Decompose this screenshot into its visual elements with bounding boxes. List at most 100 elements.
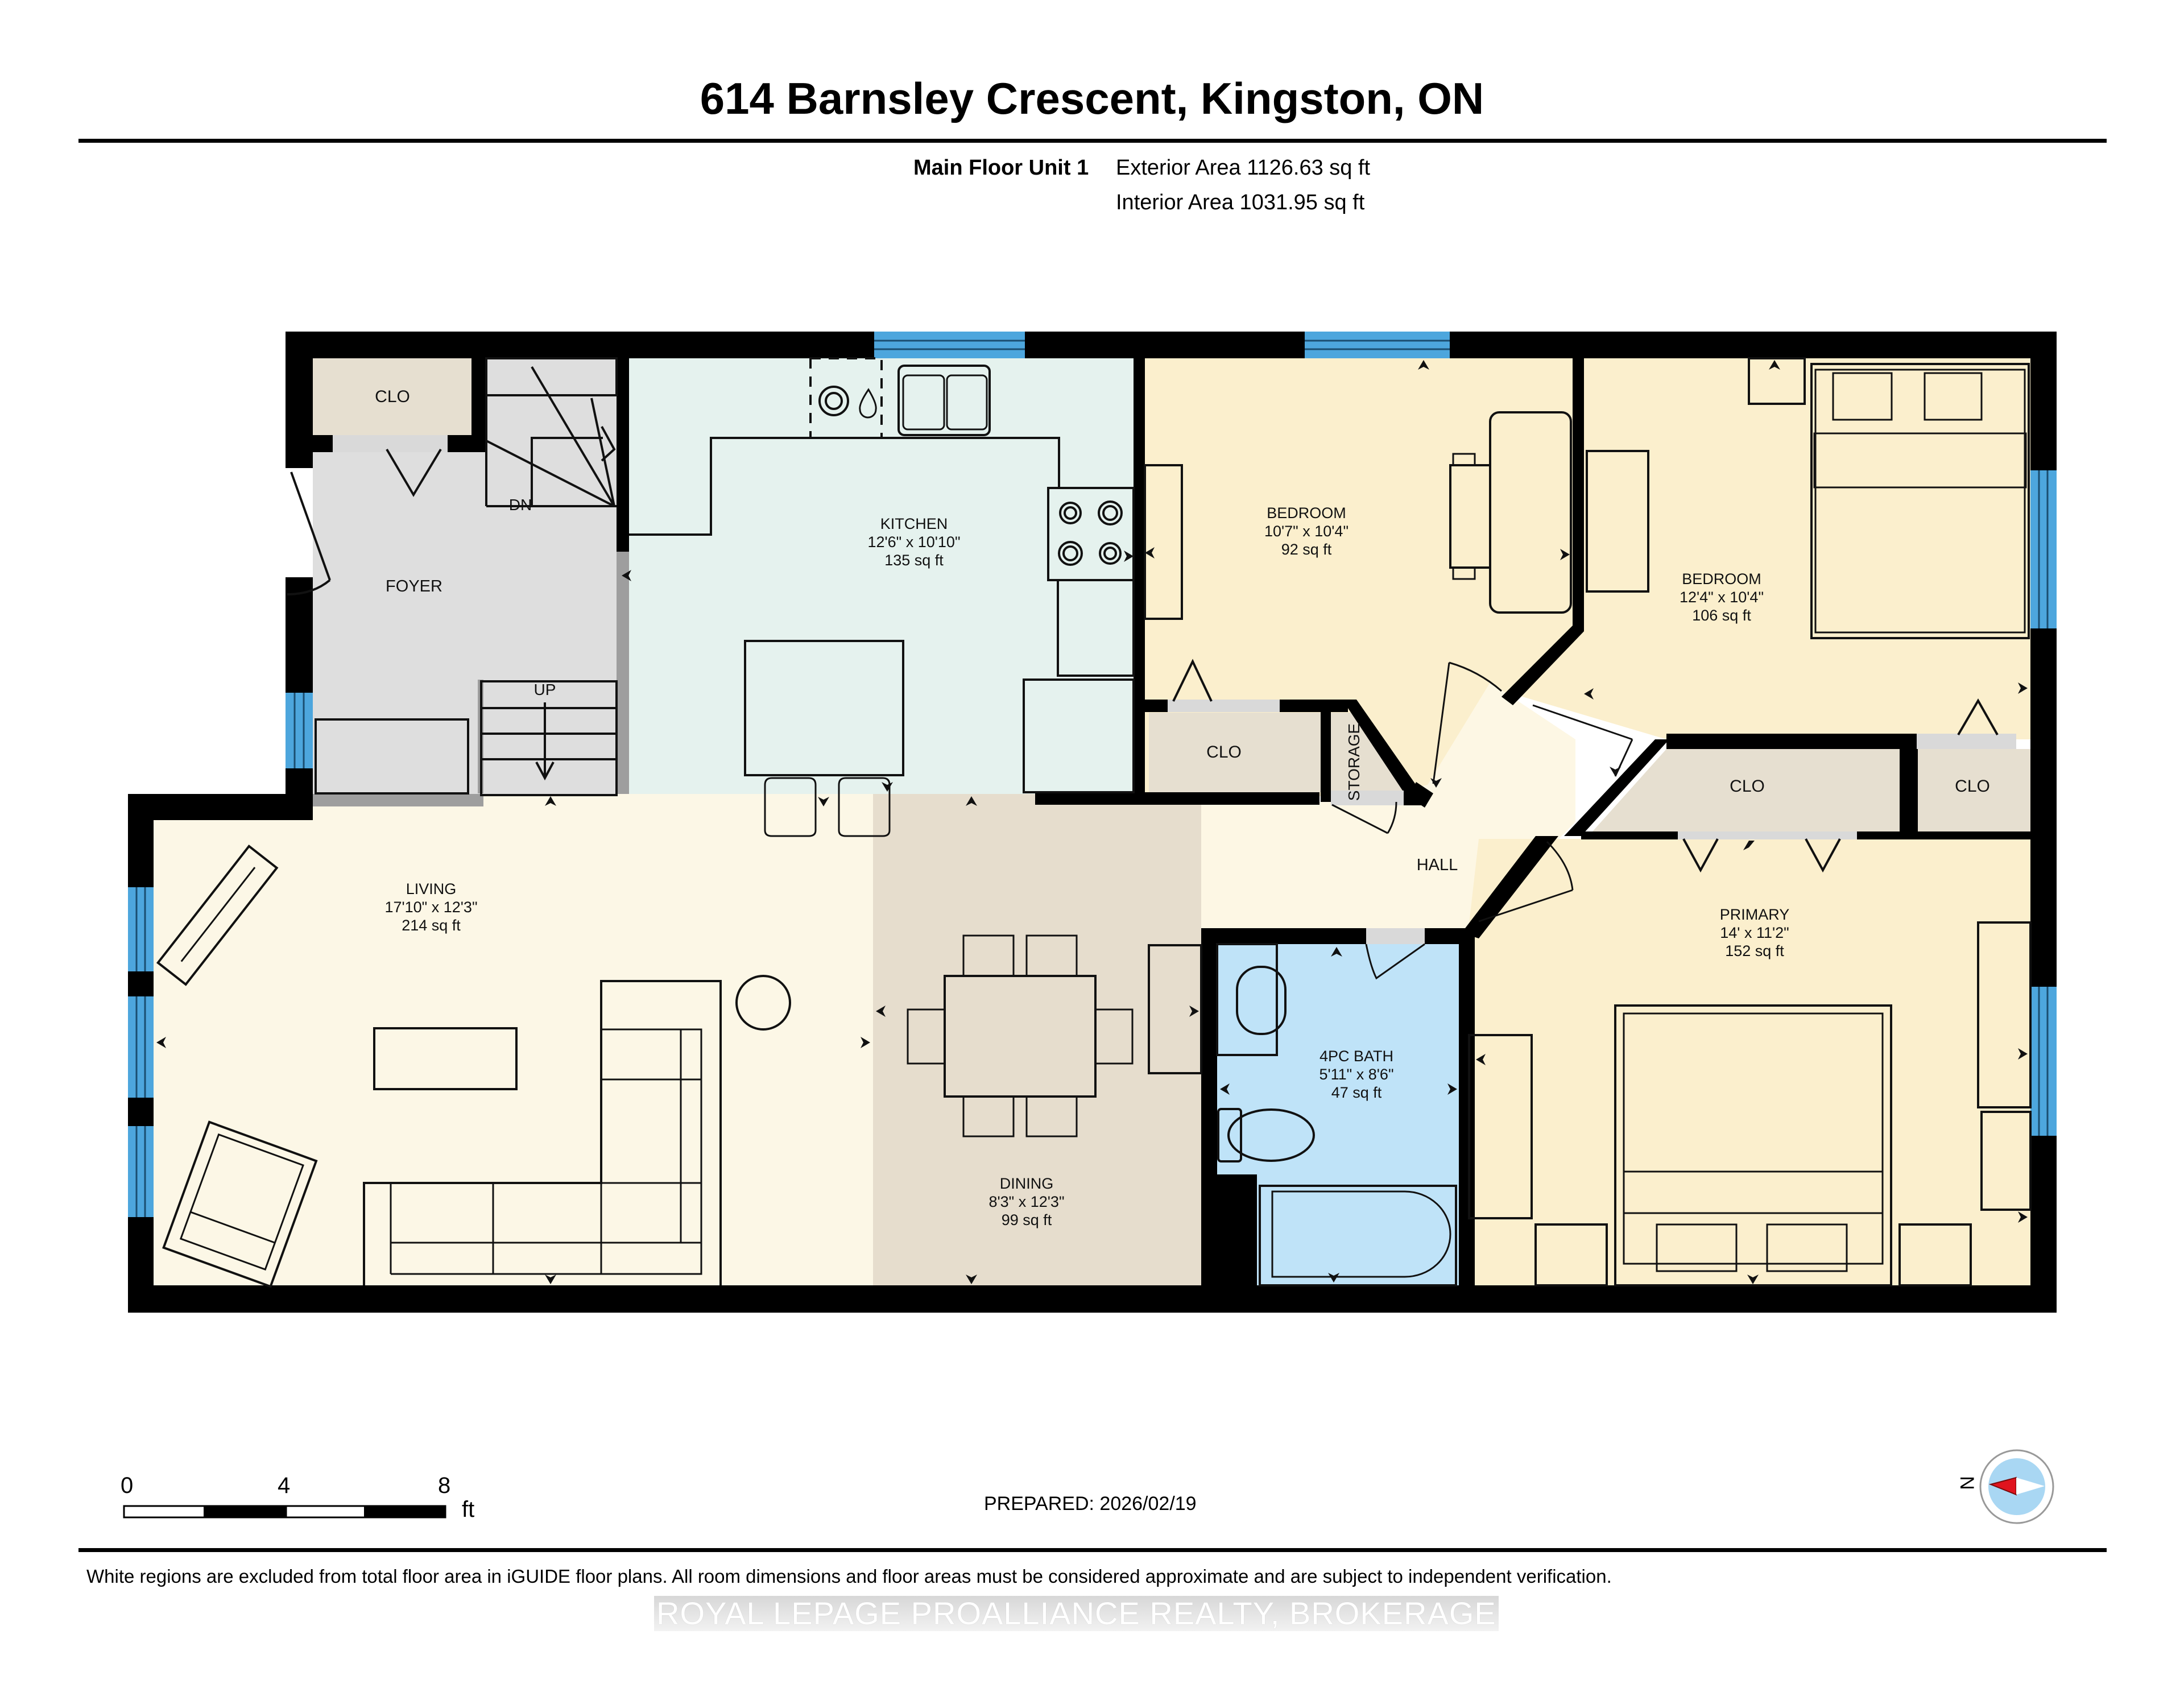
window-foyer [286, 693, 313, 768]
brokerage-watermark: ROYAL LEPAGE PROALLIANCE REALTY, BROKERA… [654, 1596, 1499, 1631]
scale-tick-8: 8 [438, 1473, 451, 1498]
bath-dims: 5'11" x 8'6" [1319, 1066, 1393, 1083]
window-bedroom2 [2030, 470, 2057, 628]
primary-area: 152 sq ft [1725, 942, 1784, 959]
compass-north-label: N [1955, 1476, 1978, 1490]
window-living-1 [128, 887, 154, 971]
bedroom2-label: BEDROOM [1682, 570, 1761, 588]
bathroom-sink-icon [1236, 966, 1287, 1035]
interior-area: Interior Area 1031.95 sq ft [1116, 191, 1365, 214]
bedroom2-area: 106 sq ft [1692, 607, 1751, 624]
primary-fill [1467, 839, 2030, 1285]
primary-label: PRIMARY [1720, 906, 1790, 923]
bed-icon [1614, 1004, 1892, 1286]
coffee-table-icon [373, 1027, 518, 1090]
primary-dims: 14' x 11'2" [1720, 924, 1789, 941]
sideboard-icon [1148, 944, 1202, 1074]
kitchen-area: 135 sq ft [884, 552, 944, 569]
bedroom1-closet-door-icon [1172, 659, 1213, 702]
prepared-date: PREPARED: 2026/02/19 [984, 1493, 1197, 1515]
vanity-icon [1216, 943, 1278, 1056]
kitchen-dims: 12'6" x 10'10" [867, 533, 960, 551]
bar-stool-icon [838, 777, 891, 837]
bedroom2-closet-fill [1918, 749, 2030, 831]
foyer-closet-door-icon [386, 448, 442, 497]
counter-end-icon [1023, 678, 1135, 793]
bedroom1-closet-label: CLO [1206, 743, 1242, 762]
side-table-icon [735, 975, 791, 1031]
window-primary [2030, 987, 2057, 1136]
toilet-icon [1217, 1108, 1242, 1162]
dishwasher-icon [809, 357, 883, 439]
compass-icon [1979, 1449, 2054, 1524]
bath-label: 4PC BATH [1320, 1048, 1393, 1065]
tv-console-icon [156, 845, 279, 986]
kitchen-sink-icon [897, 365, 991, 436]
bath-fill [1217, 944, 1459, 1285]
scale-tick-0: 0 [121, 1473, 134, 1498]
windows [128, 332, 2057, 1217]
bedroom1-fill [1145, 358, 1573, 796]
bed-icon [1810, 363, 2030, 639]
dresser-icon [1468, 1034, 1533, 1219]
scale-bar [123, 1505, 446, 1519]
bedroom1-closet-fill [1149, 713, 1321, 792]
foyer-bench-icon [315, 718, 469, 795]
bedroom2-closet-door-icon [1957, 698, 1999, 736]
fixtures [156, 357, 2032, 1288]
exterior-area: Exterior Area 1126.63 sq ft [1116, 156, 1371, 180]
living-area: 214 sq ft [402, 917, 461, 934]
window-living-3 [128, 1126, 154, 1217]
foyer-label: FOYER [386, 577, 442, 595]
floor-name: Main Floor Unit 1 [913, 156, 1089, 180]
bathtub-icon [1259, 1185, 1457, 1286]
hall-label: HALL [1417, 856, 1458, 874]
window-bedroom1 [1305, 332, 1450, 358]
foyer-closet-label: CLO [375, 387, 410, 406]
bath-area: 47 sq ft [1331, 1084, 1382, 1101]
sectional-sofa-icon [363, 980, 722, 1285]
stairs-up-icon [480, 680, 618, 796]
armchair-icon [162, 1120, 318, 1288]
primary-closet-door-icon [1682, 838, 1719, 873]
kitchen-label: KITCHEN [880, 515, 948, 532]
window-kitchen [874, 332, 1025, 358]
cabinet-icon [1980, 1111, 2032, 1211]
dining-label: DINING [1000, 1175, 1054, 1192]
nightstand-icon [1534, 1223, 1608, 1286]
dining-dims: 8'3" x 12'3" [988, 1193, 1064, 1210]
scale-tick-4: 4 [278, 1473, 291, 1498]
bedroom1-area: 92 sq ft [1281, 541, 1332, 558]
bedroom2-fill [1513, 358, 2030, 739]
dresser-icon [1586, 450, 1649, 593]
header-divider [78, 139, 2107, 143]
storage-label: STORAGE [1345, 723, 1363, 801]
bar-stool-icon [764, 777, 817, 837]
dining-fill [873, 794, 1201, 1285]
disclaimer-text: White regions are excluded from total fl… [86, 1566, 1612, 1587]
nightstand-icon [1748, 357, 1806, 405]
wardrobe-icon [1977, 921, 2032, 1108]
living-dims: 17'10" x 12'3" [384, 899, 477, 916]
bedroom2-dims: 12'4" x 10'4" [1680, 589, 1764, 606]
stairs-down-label: DN [509, 496, 532, 514]
kitchen-island-icon [744, 640, 904, 776]
dimension-arrows [156, 360, 2028, 1284]
bedroom2-closet-label: CLO [1955, 777, 1990, 796]
primary-closet-fill [1592, 749, 1900, 831]
primary-closet-label: CLO [1730, 777, 1765, 796]
fridge-icon [1057, 579, 1135, 677]
footer-divider [78, 1548, 2107, 1552]
foyer-closet-fill [312, 358, 471, 435]
living-fill [154, 794, 873, 1285]
bedroom1-dims: 10'7" x 10'4" [1264, 523, 1349, 540]
scale-unit: ft [462, 1497, 475, 1522]
front-door-icon [290, 471, 331, 581]
property-address-title: 614 Barnsley Crescent, Kingston, ON [700, 73, 1484, 123]
stairs-up-label: UP [534, 681, 556, 698]
bedroom1-label: BEDROOM [1267, 504, 1346, 522]
dresser-icon [1144, 464, 1183, 620]
dining-area: 99 sq ft [1002, 1211, 1052, 1228]
living-label: LIVING [406, 880, 457, 897]
